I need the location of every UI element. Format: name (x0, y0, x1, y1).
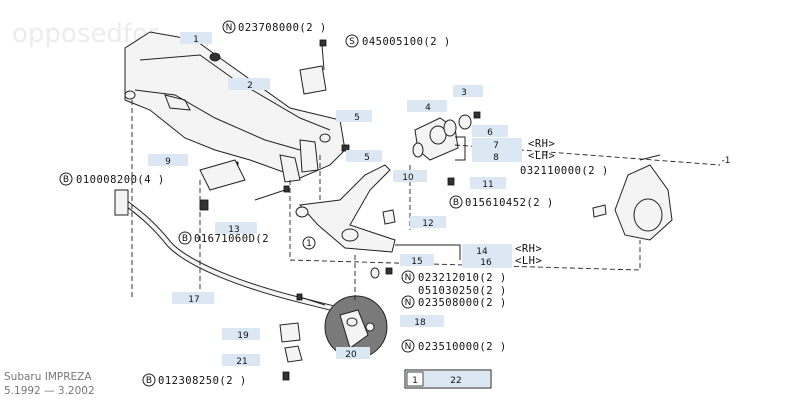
callout-box-18 (400, 315, 444, 327)
nut-mark-2: N (405, 273, 412, 283)
screw-mark: S (349, 37, 355, 47)
callout-box-3 (453, 85, 483, 97)
side-label-lh-16: <LH> (515, 255, 542, 267)
part-number-1: 1 (193, 35, 199, 45)
callout-box-11 (470, 177, 506, 189)
detail-circle-drawing (324, 295, 388, 359)
part-number-minus-1: -1 (722, 156, 731, 166)
callout-box-20 (336, 347, 370, 359)
nut-mark-4: N (405, 342, 412, 352)
lower-arm-drawing (295, 164, 396, 253)
code-015610452: 015610452(2 ) (465, 197, 554, 209)
legend-mark-one: 1 (412, 376, 418, 386)
callout-box-14-16 (462, 244, 512, 268)
part-number-12: 12 (422, 219, 433, 229)
part-number-15: 15 (411, 257, 422, 267)
part-number-20: 20 (345, 350, 357, 360)
side-labels: <RH> <LH> <RH> <LH> (515, 138, 555, 267)
bolt-mark-1: B (63, 175, 69, 185)
part-number-5a: 5 (354, 113, 360, 123)
code-023708000: 023708000(2 ) (238, 22, 327, 34)
legend-box-22: 1 22 (404, 369, 492, 389)
part-number-16: 16 (480, 258, 492, 268)
callout-box-12 (410, 216, 446, 228)
code-051030250: 051030250(2 ) (418, 285, 507, 297)
code-01671060: 01671060D(2 (194, 233, 269, 245)
callout-box-1 (180, 32, 212, 44)
part-number-21: 21 (236, 357, 247, 367)
part-number-17: 17 (188, 295, 199, 305)
part-number-11: 11 (482, 180, 493, 190)
code-023510000: 023510000(2 ) (418, 341, 507, 353)
part-number-9: 9 (165, 157, 171, 167)
part-number-2: 2 (247, 81, 253, 91)
part-number-3: 3 (461, 88, 467, 98)
side-label-rh-7: <RH> (528, 138, 555, 150)
bracket-part-2-drawing (299, 39, 327, 95)
bolt-mark-2: B (182, 234, 188, 244)
clamp-parts-drawing (279, 322, 303, 381)
callout-box-2 (228, 78, 270, 90)
callout-box-19 (222, 328, 260, 340)
part-number-22: 22 (450, 376, 461, 386)
part-number-6: 6 (487, 128, 493, 138)
knuckle-housing-drawing (592, 154, 673, 241)
footer-years: 5.1992 — 3.2002 (4, 385, 95, 397)
bushing-assembly-drawing (412, 111, 481, 161)
nut-mark-3: N (405, 298, 412, 308)
part-number-5b: 5 (364, 153, 370, 163)
callout-box-13 (215, 222, 257, 234)
callout-box-15 (400, 254, 434, 266)
callout-box-7-8 (472, 138, 522, 162)
part-number-4: 4 (425, 103, 431, 113)
code-023508000: 023508000(2 ) (418, 297, 507, 309)
code-023212010: 023212010(2 ) (418, 272, 507, 284)
callout-box-17 (172, 292, 214, 304)
callout-box-21 (222, 354, 260, 366)
part-number-18: 18 (414, 318, 426, 328)
nut-mark: N (226, 23, 233, 33)
mark-one-small: 1 (306, 239, 312, 249)
part-number-13: 13 (228, 225, 239, 235)
code-045005100: 045005100(2 ) (362, 36, 451, 48)
bolt-mark-3: B (453, 198, 459, 208)
part-number-19: 19 (237, 331, 249, 341)
side-label-rh-14: <RH> (515, 243, 542, 255)
code-012308250: 012308250(2 ) (158, 375, 247, 387)
hardware-drawing (199, 144, 455, 306)
code-010008200: 010008200(4 ) (76, 174, 165, 186)
code-032110000: 032110000(2 ) (520, 165, 609, 177)
bolt-mark-4: B (146, 376, 152, 386)
part-number-8: 8 (493, 153, 499, 163)
callout-box-6 (472, 125, 508, 137)
part-number-10: 10 (402, 173, 414, 183)
callout-box-4 (407, 100, 447, 112)
footer-model: Subaru IMPREZA (4, 371, 92, 383)
part-number-14: 14 (476, 247, 488, 257)
stabilizer-bar-drawing (114, 189, 341, 313)
nut-mark-circle (222, 20, 236, 34)
callout-box-5a (336, 110, 372, 122)
part-number-7: 7 (493, 141, 499, 151)
part-number-callouts: 1 2 3 4 5 5 6 7 8 9 10 11 12 13 14 16 15… (148, 32, 730, 367)
callout-box-10 (393, 170, 427, 182)
side-label-lh-8: <LH> (528, 150, 555, 162)
fastener-codes: N 023708000(2 ) S 045005100(2 ) B 010008… (59, 20, 609, 387)
callout-box-5b (346, 150, 382, 162)
callout-box-9 (148, 154, 188, 166)
front-crossmember-drawing (124, 31, 346, 183)
